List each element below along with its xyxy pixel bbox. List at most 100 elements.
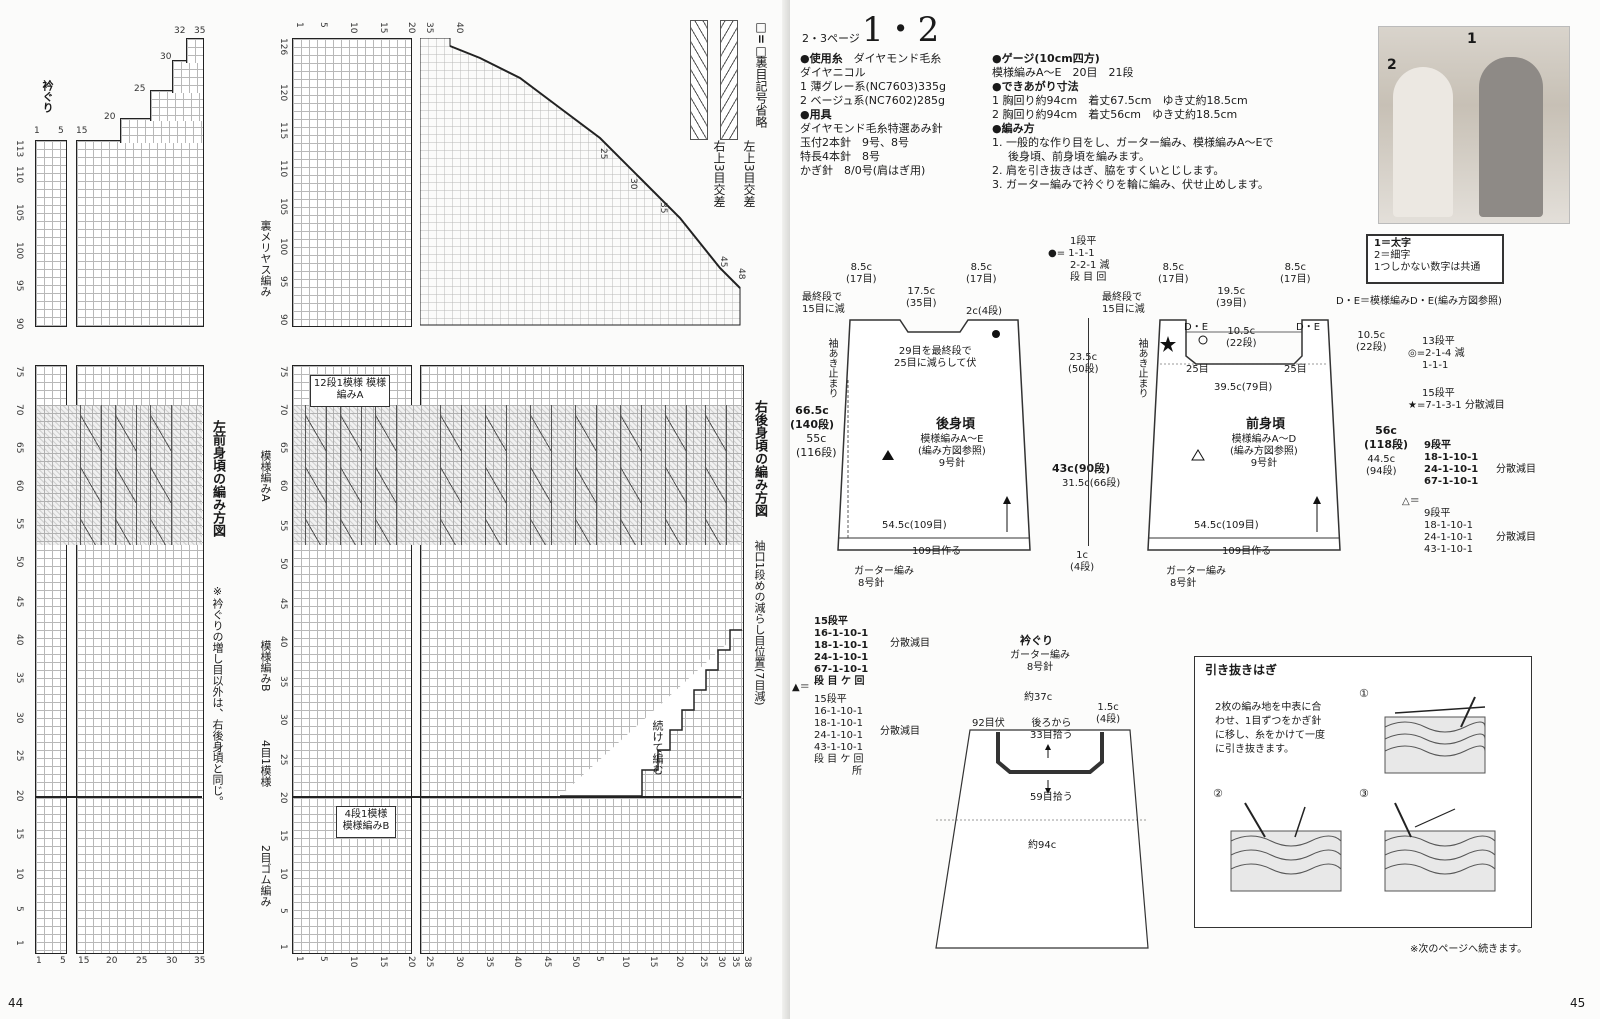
mid-hem: 1c(4段) [1070, 550, 1095, 573]
tools-label: ●用具 [800, 108, 832, 121]
section-reverse-stockinette: 裏メリヤス編み [259, 220, 272, 297]
yarn-1: 1 薄グレー系(NC7603)335g [800, 80, 946, 93]
blank-eq: □=□ [754, 20, 768, 59]
yarn-name: ダイヤニコル [800, 66, 866, 79]
tools-4: かぎ針 8/0号(肩はぎ用) [800, 164, 926, 177]
yarn-value: ダイヤモンド毛糸 [853, 52, 942, 65]
page-number-left: 44 [8, 996, 24, 1010]
photo-label-2: 2 [1387, 57, 1397, 73]
right-cable-2 [340, 405, 362, 545]
tick: 1 [36, 956, 42, 966]
photo-label-1: 1 [1467, 31, 1477, 47]
right-cable-1 [305, 405, 327, 545]
neckband-bind-off: 92目伏 [972, 718, 1005, 729]
left-chart-note: ※衿ぐりの増し目以外は、右後身頃と同じ。 [211, 585, 224, 807]
tick: 35 [658, 202, 668, 214]
join-illustration-1 [1384, 696, 1486, 774]
join-step-1: ① [1359, 687, 1369, 700]
tick: 20 [104, 112, 116, 122]
neckband-depth: 1.5c(4段) [1096, 702, 1121, 725]
front-cast-on: 109目作る [1222, 546, 1272, 557]
left-chart-title: 左前身頃の編み方図 [210, 420, 225, 537]
back-top-mid: 17.5c(35目) [906, 286, 937, 309]
neckband-diagram [935, 729, 1149, 949]
section-rib: 2目ゴム編み [259, 845, 272, 907]
materials-block: ●使用糸 ダイヤモンド毛糸 ダイヤニコル 1 薄グレー系(NC7603)335g… [800, 52, 1010, 178]
left-chart-neck-strip [35, 140, 67, 327]
tools-2: 玉付2本針 9号、8号 [800, 136, 909, 149]
front-neck: 10.5c(22段) [1226, 326, 1257, 349]
shoulder-note: D・E＝模様編みD・E(編み方図参照) [1336, 296, 1502, 307]
right-cable-9 [665, 405, 687, 545]
neck-circle-key: 13段平 ◎=2-1-4 減 1-1-1 [1408, 336, 1465, 371]
continued-note: ※次のページへ続きます。 [1410, 944, 1528, 955]
back-dec-thin: 15段平 16-1-10-1 18-1-10-1 24-1-10-1 43-1-… [814, 694, 864, 777]
front-neck-left: 25目 [1186, 364, 1209, 375]
back-width: 54.5c(109目) [882, 520, 947, 531]
cross-symbol-left [690, 20, 708, 140]
join-text: 2枚の編み地を中表に合 わせ、1目ずつをかぎ針 に移し、糸をかけて一度 に引き抜… [1215, 702, 1325, 755]
right-shoulder-h: 10.5c(22段) [1356, 330, 1387, 353]
yarn-2: 2 ベージュ系(NC7602)285g [800, 94, 945, 107]
method-step-2: 2. 肩を引き抜きはぎ、脇をすくいとじします。 [992, 164, 1225, 177]
right-cable-5 [485, 405, 507, 545]
tick: 15 [78, 956, 90, 966]
back-dec-key: 1段平 ●= 1-1-1 2-2-1 減 段 目 回 [1048, 236, 1110, 283]
model-1-figure [1479, 57, 1543, 217]
front-top-mid: 19.5c(39目) [1216, 286, 1247, 309]
right-cable-3 [375, 405, 397, 545]
right-chart-upper-right [420, 38, 741, 326]
right-cable-8 [620, 405, 642, 545]
left-cable-2 [115, 405, 137, 545]
page-number-right: 45 [1570, 996, 1586, 1010]
mid-body-h2: 31.5c(66段) [1062, 478, 1121, 489]
tick: 48 [736, 268, 746, 280]
neckband-front-pick: 59目拾う [1030, 792, 1073, 803]
method-label: ●編み方 [992, 122, 1035, 135]
back-height-2: 55c(116段) [796, 432, 837, 459]
pattern-b-box: 4段1模様 模様編みB [336, 806, 396, 838]
size-label: ●できあがり寸法 [992, 80, 1079, 93]
right-height-1: 56c(118段) [1364, 424, 1409, 451]
symbol-legend: 右上3目交差 左上3目交差 □=□ 裏目記号省略 [690, 20, 770, 208]
back-dec-bold-tag: 分散減目 [890, 638, 930, 649]
tick: 15 [76, 126, 88, 136]
front-body-diagram [1147, 319, 1341, 551]
back-pattern: 模様編みA～E(編み方図参照)9号針 [918, 434, 986, 469]
left-chart-step-4 [186, 38, 204, 63]
right-cable-6 [530, 405, 552, 545]
right-chart-upper-left [292, 38, 412, 327]
front-de-right: D・E [1296, 322, 1321, 333]
tick: 32 [174, 26, 186, 36]
front-dec-thin-tag: 分散減目 [1496, 532, 1536, 543]
front-dec-bold: 9段平 18-1-10-1 24-1-10-1 67-1-10-1 [1424, 440, 1479, 487]
tick: 1 [34, 126, 40, 136]
join-technique-box: 引き抜きはぎ 2枚の編み地を中表に合 わせ、1目ずつをかぎ針 に移し、糸をかけて… [1194, 656, 1532, 928]
specs-block: ●ゲージ(10cm四方) 模様編みA～E 20目 21段 ●できあがり寸法 1 … [992, 52, 1372, 192]
neckband-title: 衿ぐり [1020, 634, 1053, 647]
tick: 30 [166, 956, 178, 966]
back-dec-thin-prefix: ▲＝ [792, 682, 810, 693]
left-page: 衿ぐり 左前身頃の編み方図 ※衿ぐりの増し目以外は、右後身頃と同じ。 113 1… [0, 0, 790, 1019]
front-top-left: 8.5c(17目) [1158, 262, 1189, 285]
blank-note: 裏目記号省略 [754, 56, 768, 128]
neck-star-key: 15段平 ★=7-1-3-1 分散減目 [1408, 388, 1505, 411]
back-top-right: 8.5c(17目) [966, 262, 997, 285]
right-page: 2・3ページ 1・2 ●使用糸 ダイヤモンド毛糸 ダイヤニコル 1 薄グレー系(… [790, 0, 1600, 1019]
tick: 25 [134, 84, 146, 94]
cross-symbol-right [720, 20, 738, 140]
right-cable-10 [705, 405, 727, 545]
section-repeat: 4目1模様 [259, 740, 272, 787]
gauge-value: 模様編みA～E 20目 21段 [992, 66, 1134, 79]
tick: 5 [60, 956, 66, 966]
left-chart-upper [76, 140, 204, 327]
front-top-right: 8.5c(17目) [1280, 262, 1311, 285]
join-step-3: ③ [1359, 787, 1369, 800]
gauge-label: ●ゲージ(10cm四方) [992, 52, 1100, 65]
